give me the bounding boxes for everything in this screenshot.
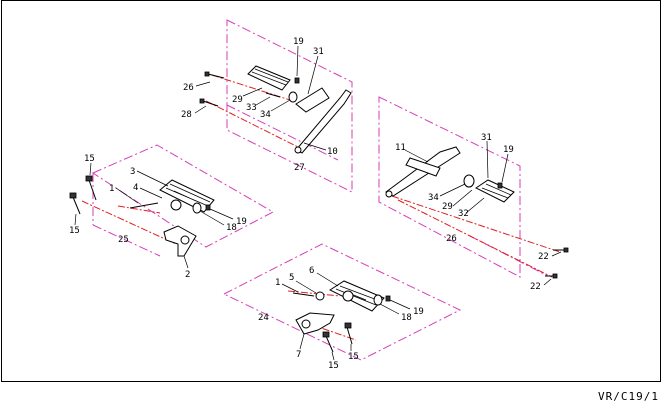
label-left-15a: 15: [84, 154, 95, 164]
right-group-boundary: [378, 96, 521, 278]
label-left-2: 2: [185, 270, 190, 280]
label-right-11: 11: [395, 143, 406, 153]
label-bottom-18: 18: [401, 313, 412, 323]
label-right-22a: 22: [538, 252, 549, 262]
bottom-group-boundary: [222, 243, 462, 361]
label-bottom-15b: 15: [348, 352, 359, 362]
label-left-4: 4: [133, 183, 138, 193]
washer-18-right: [373, 294, 383, 306]
label-right-22b: 22: [530, 282, 541, 292]
label-upper-29: 29: [232, 95, 243, 105]
label-bottom-6: 6: [309, 266, 314, 276]
clip-right: [497, 182, 503, 189]
front-footpeg: [159, 179, 215, 213]
bottom-axis-1: [287, 290, 341, 297]
label-upper-28: 28: [181, 110, 192, 120]
label-bottom-15a: 15: [328, 361, 339, 371]
label-right-34: 34: [428, 193, 439, 203]
washer-5: [315, 291, 325, 301]
washer-18: [192, 202, 202, 214]
label-upper-10: 10: [327, 147, 338, 157]
right-axis-2: [397, 199, 553, 278]
label-left-3: 3: [130, 167, 135, 177]
bolt-15a: [88, 179, 97, 201]
label-left-1: 1: [109, 184, 114, 194]
clip: [294, 77, 300, 84]
label-bottom-7: 7: [296, 350, 301, 360]
label-right-29: 29: [442, 202, 453, 212]
label-upper-33: 33: [246, 103, 257, 113]
label-upper-31: 31: [313, 47, 324, 57]
bolt-15d: [346, 326, 353, 345]
bottom-group: 1 5 6 19 18 24 7 15 15: [222, 243, 462, 371]
label-upper-34: 34: [260, 110, 271, 120]
front-bracket: [163, 225, 197, 257]
pin-33: [265, 92, 281, 98]
upper-group-boundary: [226, 19, 353, 193]
footrest-bracket: [295, 89, 352, 154]
pin-1-right: [292, 292, 315, 297]
left-axis-2: [117, 205, 161, 214]
bolt-28: [202, 100, 219, 107]
left-group-boundary: [91, 144, 275, 248]
reference-code: VR/C19/1: [598, 390, 659, 403]
footpeg-right: [475, 179, 515, 203]
upper-axis-2: [205, 100, 301, 149]
label-left-15b: 15: [69, 226, 80, 236]
left-group: 15 3 1 4 19 18 15 25 2: [69, 144, 275, 280]
spring-washer: [288, 91, 298, 103]
label-right-19: 19: [503, 145, 514, 155]
label-bottom-19: 19: [413, 307, 424, 317]
label-left-25: 25: [118, 235, 129, 245]
label-right-26: 26: [446, 234, 457, 244]
label-right-32: 32: [458, 209, 469, 219]
label-left-19: 19: [236, 217, 247, 227]
spring-washer-right: [463, 174, 475, 188]
bolt-15c: [325, 335, 334, 353]
bolt-26: [207, 73, 225, 79]
footpeg: [247, 65, 291, 91]
label-right-31: 31: [481, 133, 492, 143]
left-axis-1: [81, 200, 177, 245]
pin-1: [129, 202, 159, 209]
upper-group: 19 31 26 29 33 34 28 10 27: [181, 19, 353, 193]
clip-19: [205, 204, 211, 211]
label-left-18: 18: [226, 223, 237, 233]
bolt-15b: [72, 196, 81, 215]
label-bottom-5: 5: [289, 273, 294, 283]
clip-19-right: [385, 295, 391, 302]
label-upper-27: 27: [294, 163, 305, 173]
label-upper-19: 19: [293, 37, 304, 47]
label-bottom-24: 24: [258, 313, 269, 323]
right-axis-1: [391, 195, 561, 253]
front-footpeg-right: [328, 280, 385, 312]
right-group: 11 31 19 34 29 32 26 22 22: [378, 96, 569, 292]
label-bottom-1: 1: [275, 278, 280, 288]
diagram-frame: [1, 0, 661, 382]
label-upper-26: 26: [183, 83, 194, 93]
